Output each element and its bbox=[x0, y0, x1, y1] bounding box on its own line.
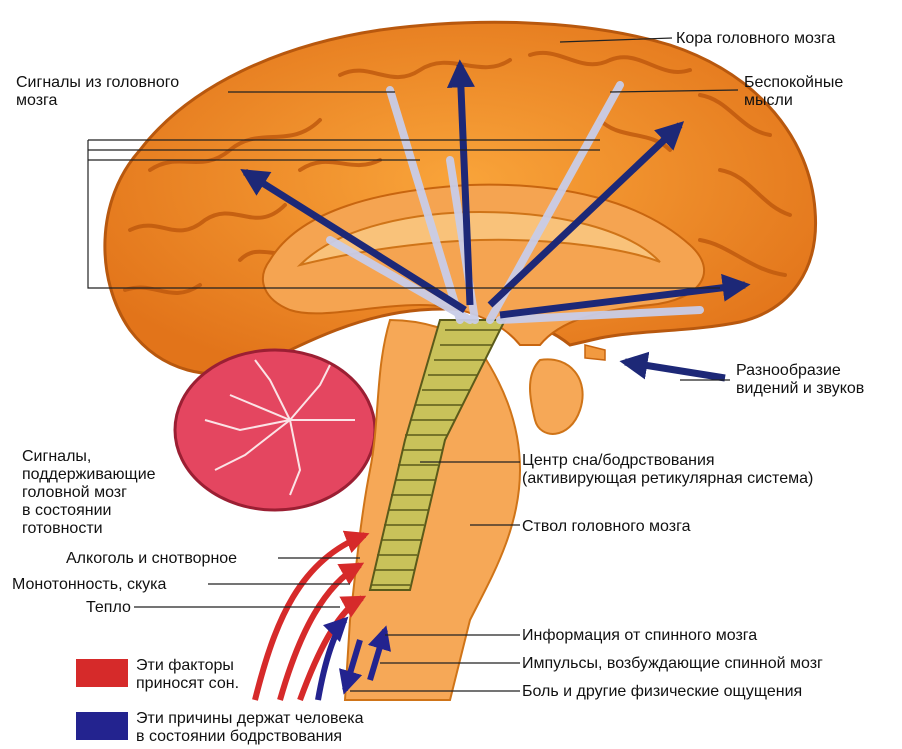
label-brainstem: Ствол головного мозга bbox=[522, 518, 690, 536]
label-signals-from-brain: Сигналы из головного мозга bbox=[16, 74, 179, 110]
label-spinal-impulses: Импульсы, возбуждающие спинной мозг bbox=[522, 655, 823, 673]
label-anxious-thoughts: Беспокойные мысли bbox=[744, 74, 843, 110]
label-signals-alert: Сигналы, поддерживающие головной мозг в … bbox=[22, 448, 156, 538]
optic-nerve bbox=[585, 345, 605, 360]
legend-wake-swatch bbox=[76, 712, 128, 740]
label-sleep-center: Центр сна/бодрствования (активирующая ре… bbox=[522, 452, 813, 488]
label-pain: Боль и другие физические ощущения bbox=[522, 683, 802, 701]
legend-sleep-label: Эти факторы приносят сон. bbox=[136, 657, 239, 693]
label-warmth: Тепло bbox=[86, 599, 131, 617]
label-variety: Разнообразие видений и звуков bbox=[736, 362, 864, 398]
legend-sleep-swatch bbox=[76, 659, 128, 687]
visual-input-arrow bbox=[625, 362, 725, 378]
legend-wake-label: Эти причины держат человека в состоянии … bbox=[136, 710, 364, 746]
cerebellum bbox=[175, 350, 375, 510]
pituitary bbox=[530, 359, 583, 434]
label-spinal-info: Информация от спинного мозга bbox=[522, 627, 757, 645]
label-alcohol: Алкоголь и снотворное bbox=[66, 550, 237, 568]
label-monotony: Монотонность, скука bbox=[12, 576, 166, 594]
label-cortex: Кора головного мозга bbox=[676, 30, 835, 48]
